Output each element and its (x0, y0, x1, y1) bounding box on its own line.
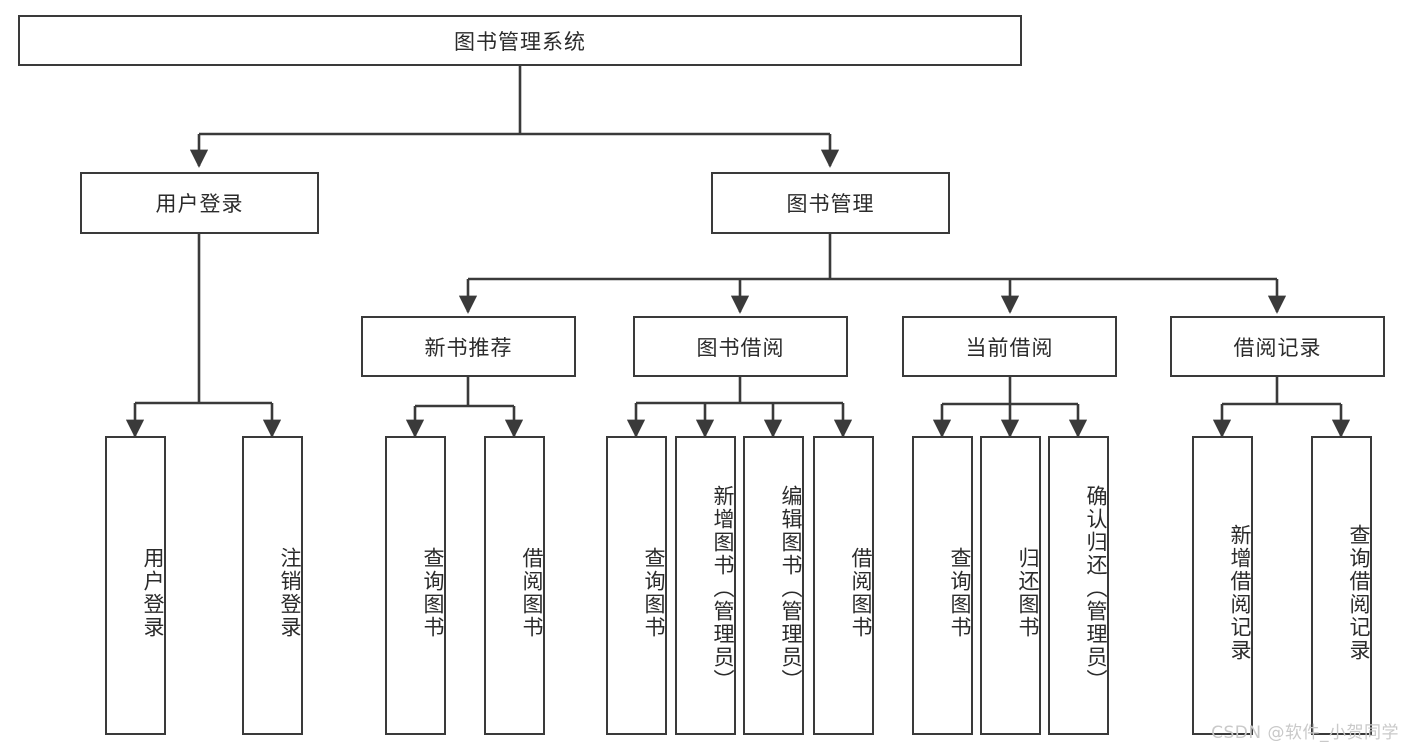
node-book-borrow[interactable]: 图书借阅 (633, 316, 848, 377)
leaf-new-book-query-book[interactable]: 查询图书 (385, 436, 446, 735)
node-root-book-management-system[interactable]: 图书管理系统 (18, 15, 1022, 66)
leaf-book-borrow-query-book[interactable]: 查询图书 (606, 436, 667, 735)
leaf-new-book-borrow-book[interactable]: 借阅图书 (484, 436, 545, 735)
leaf-user-login-logout[interactable]: 注销登录 (242, 436, 303, 735)
leaf-current-borrow-confirm-return-admin[interactable]: 确认归还（管理员） (1048, 436, 1109, 735)
node-current-borrow[interactable]: 当前借阅 (902, 316, 1117, 377)
node-book-management[interactable]: 图书管理 (711, 172, 950, 234)
node-borrow-record[interactable]: 借阅记录 (1170, 316, 1385, 377)
leaf-borrow-record-query-record[interactable]: 查询借阅记录 (1311, 436, 1372, 735)
node-user-login[interactable]: 用户登录 (80, 172, 319, 234)
watermark-text: CSDN @软件_小贺同学 (1211, 723, 1399, 743)
node-new-book-recommend[interactable]: 新书推荐 (361, 316, 576, 377)
leaf-current-borrow-query-book[interactable]: 查询图书 (912, 436, 973, 735)
leaf-book-borrow-edit-book-admin[interactable]: 编辑图书（管理员） (743, 436, 804, 735)
leaf-user-login-login[interactable]: 用户登录 (105, 436, 166, 735)
leaf-book-borrow-add-book-admin[interactable]: 新增图书（管理员） (675, 436, 736, 735)
leaf-borrow-record-add-record[interactable]: 新增借阅记录 (1192, 436, 1253, 735)
leaf-current-borrow-return-book[interactable]: 归还图书 (980, 436, 1041, 735)
leaf-book-borrow-borrow-book[interactable]: 借阅图书 (813, 436, 874, 735)
